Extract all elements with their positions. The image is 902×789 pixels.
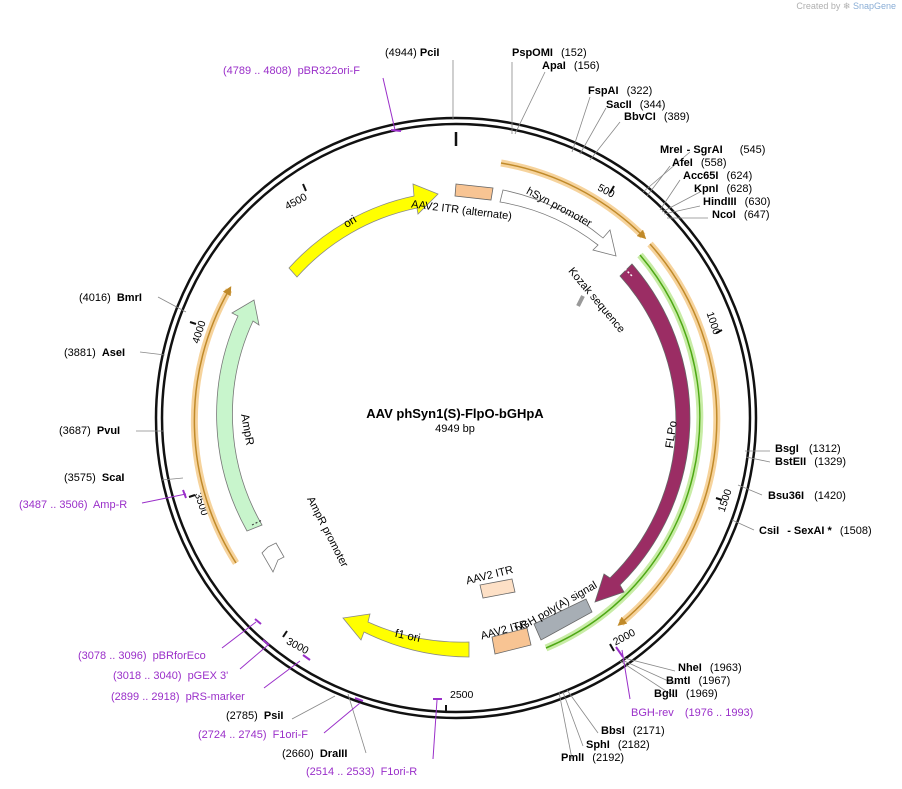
plasmid-name: AAV phSyn1(S)-FlpO-bGHpA <box>366 406 544 421</box>
hsyn-promoter-arrow <box>499 189 617 257</box>
enzyme-bsu36i: Bsu36I (1420) <box>768 490 846 502</box>
primer-leaders <box>141 77 631 760</box>
tick-label: 2500 <box>450 689 474 701</box>
ampr-promoter-arrow <box>261 542 285 573</box>
kozak-label: Kozak sequence <box>566 265 627 335</box>
tick-label: 2000 <box>611 627 637 649</box>
enzyme-hindiii: HindIII (630) <box>703 196 770 208</box>
enzyme-scai: (3575) ScaI <box>64 472 125 484</box>
primer-amp-r: (3487 .. 3506) Amp-R <box>19 499 127 511</box>
itr-alternate-box <box>454 183 494 201</box>
enzyme-labels: (4944) PciI PspOMI (152) ApaI (156) FspA… <box>59 47 872 764</box>
enzyme-pmli: PmlI (2192) <box>561 752 624 764</box>
enzyme-draiii: (2660) DraIII <box>282 748 347 760</box>
enzyme-leaders <box>136 60 771 760</box>
enzyme-apai: ApaI (156) <box>542 60 600 72</box>
primer-f1ori-r: (2514 .. 2533) F1ori-R <box>306 766 417 778</box>
enzyme-bbvci: BbvCI (389) <box>624 111 690 123</box>
enzyme-bsgi: BsgI (1312) <box>775 443 841 455</box>
enzyme-fspai: FspAI (322) <box>588 85 652 97</box>
ampr-label: AmpR <box>238 413 255 447</box>
enzyme-nhei: NheI (1963) <box>678 662 742 674</box>
snapgene-credit: Created by ❄ SnapGene <box>796 1 896 12</box>
tick-label: 1000 <box>704 310 723 336</box>
enzyme-bglii: BglII (1969) <box>654 688 718 700</box>
enzyme-bbsi: BbsI (2171) <box>601 725 665 737</box>
primer-bgh-rev: BGH-rev (1976 .. 1993) <box>631 707 753 719</box>
ori-arrow <box>288 183 439 278</box>
enzyme-bmri: (4016) BmrI <box>79 292 142 304</box>
f1-ori-label: f1 ori <box>394 628 422 645</box>
enzyme-psii: (2785) PsiI <box>226 710 283 722</box>
enzyme-csii: CsiI- SexAI * (1508) <box>759 525 872 537</box>
ampr-arrow <box>216 299 263 532</box>
enzyme-pcii: (4944) PciI <box>385 47 439 59</box>
credit-brand: SnapGene <box>852 1 896 11</box>
ori-label: ori <box>342 214 359 231</box>
primer-pbr322ori-f: (4789 .. 4808) pBR322ori-F <box>223 65 360 77</box>
itr-lower-box <box>491 627 532 655</box>
ampr-promoter-label: AmpR promoter <box>304 495 350 570</box>
flpo-arrow <box>594 263 691 603</box>
enzyme-krei: MreI- SgrAI (545) <box>660 144 765 156</box>
green-track <box>544 252 704 652</box>
primer-prs-marker: (2899 .. 2918) pRS-marker <box>111 691 245 703</box>
tick-label: 3000 <box>284 635 310 657</box>
enzyme-kpni: KpnI (628) <box>694 183 752 195</box>
enzyme-acc65i: Acc65I (624) <box>683 170 752 182</box>
enzyme-asei: (3881) AseI <box>64 347 125 359</box>
kozak-mark <box>576 295 585 307</box>
position-ticks: 500 1000 1500 2000 2500 3000 3500 4000 4… <box>188 182 735 712</box>
plasmid-size: 4949 bp <box>435 423 475 435</box>
backbone-outer <box>154 116 758 720</box>
flpo-label: FLPo <box>664 420 680 449</box>
credit-prefix: Created by <box>796 1 841 11</box>
enzyme-bmti: BmtI (1967) <box>666 675 730 687</box>
enzyme-sphi: SphI (2182) <box>586 739 650 751</box>
orf-tracks <box>190 159 721 626</box>
primer-pgex-3: (3018 .. 3040) pGEX 3' <box>113 670 228 682</box>
ampr-dash-marks <box>251 519 263 526</box>
backbone-inner <box>160 122 752 714</box>
enzyme-ncoi: NcoI (647) <box>712 209 770 221</box>
primer-pbrforeco: (3078 .. 3096) pBRforEco <box>78 650 206 662</box>
snapgene-logo-icon: ❄ <box>842 1 851 11</box>
itr-alternate-label: AAV2 ITR (alternate) <box>411 198 513 222</box>
f1-ori-arrow <box>342 613 470 658</box>
enzyme-afei: AfeI (558) <box>672 157 727 169</box>
itr-upper-box <box>479 578 516 599</box>
enzyme-sacii: SacII (344) <box>606 99 665 111</box>
enzyme-pspomi: PspOMI (152) <box>512 47 587 59</box>
primer-f1ori-f: (2724 .. 2745) F1ori-F <box>198 729 308 741</box>
primer-labels: (4789 .. 4808) pBR322ori-F BGH-rev (1976… <box>19 65 753 778</box>
enzyme-pvui: (3687) PvuI <box>59 425 120 437</box>
enzyme-bsteii: BstEII (1329) <box>775 456 846 468</box>
tick-label: 4500 <box>283 191 309 213</box>
bgh-polya-box <box>533 598 593 641</box>
tick-label: 1500 <box>716 487 735 513</box>
